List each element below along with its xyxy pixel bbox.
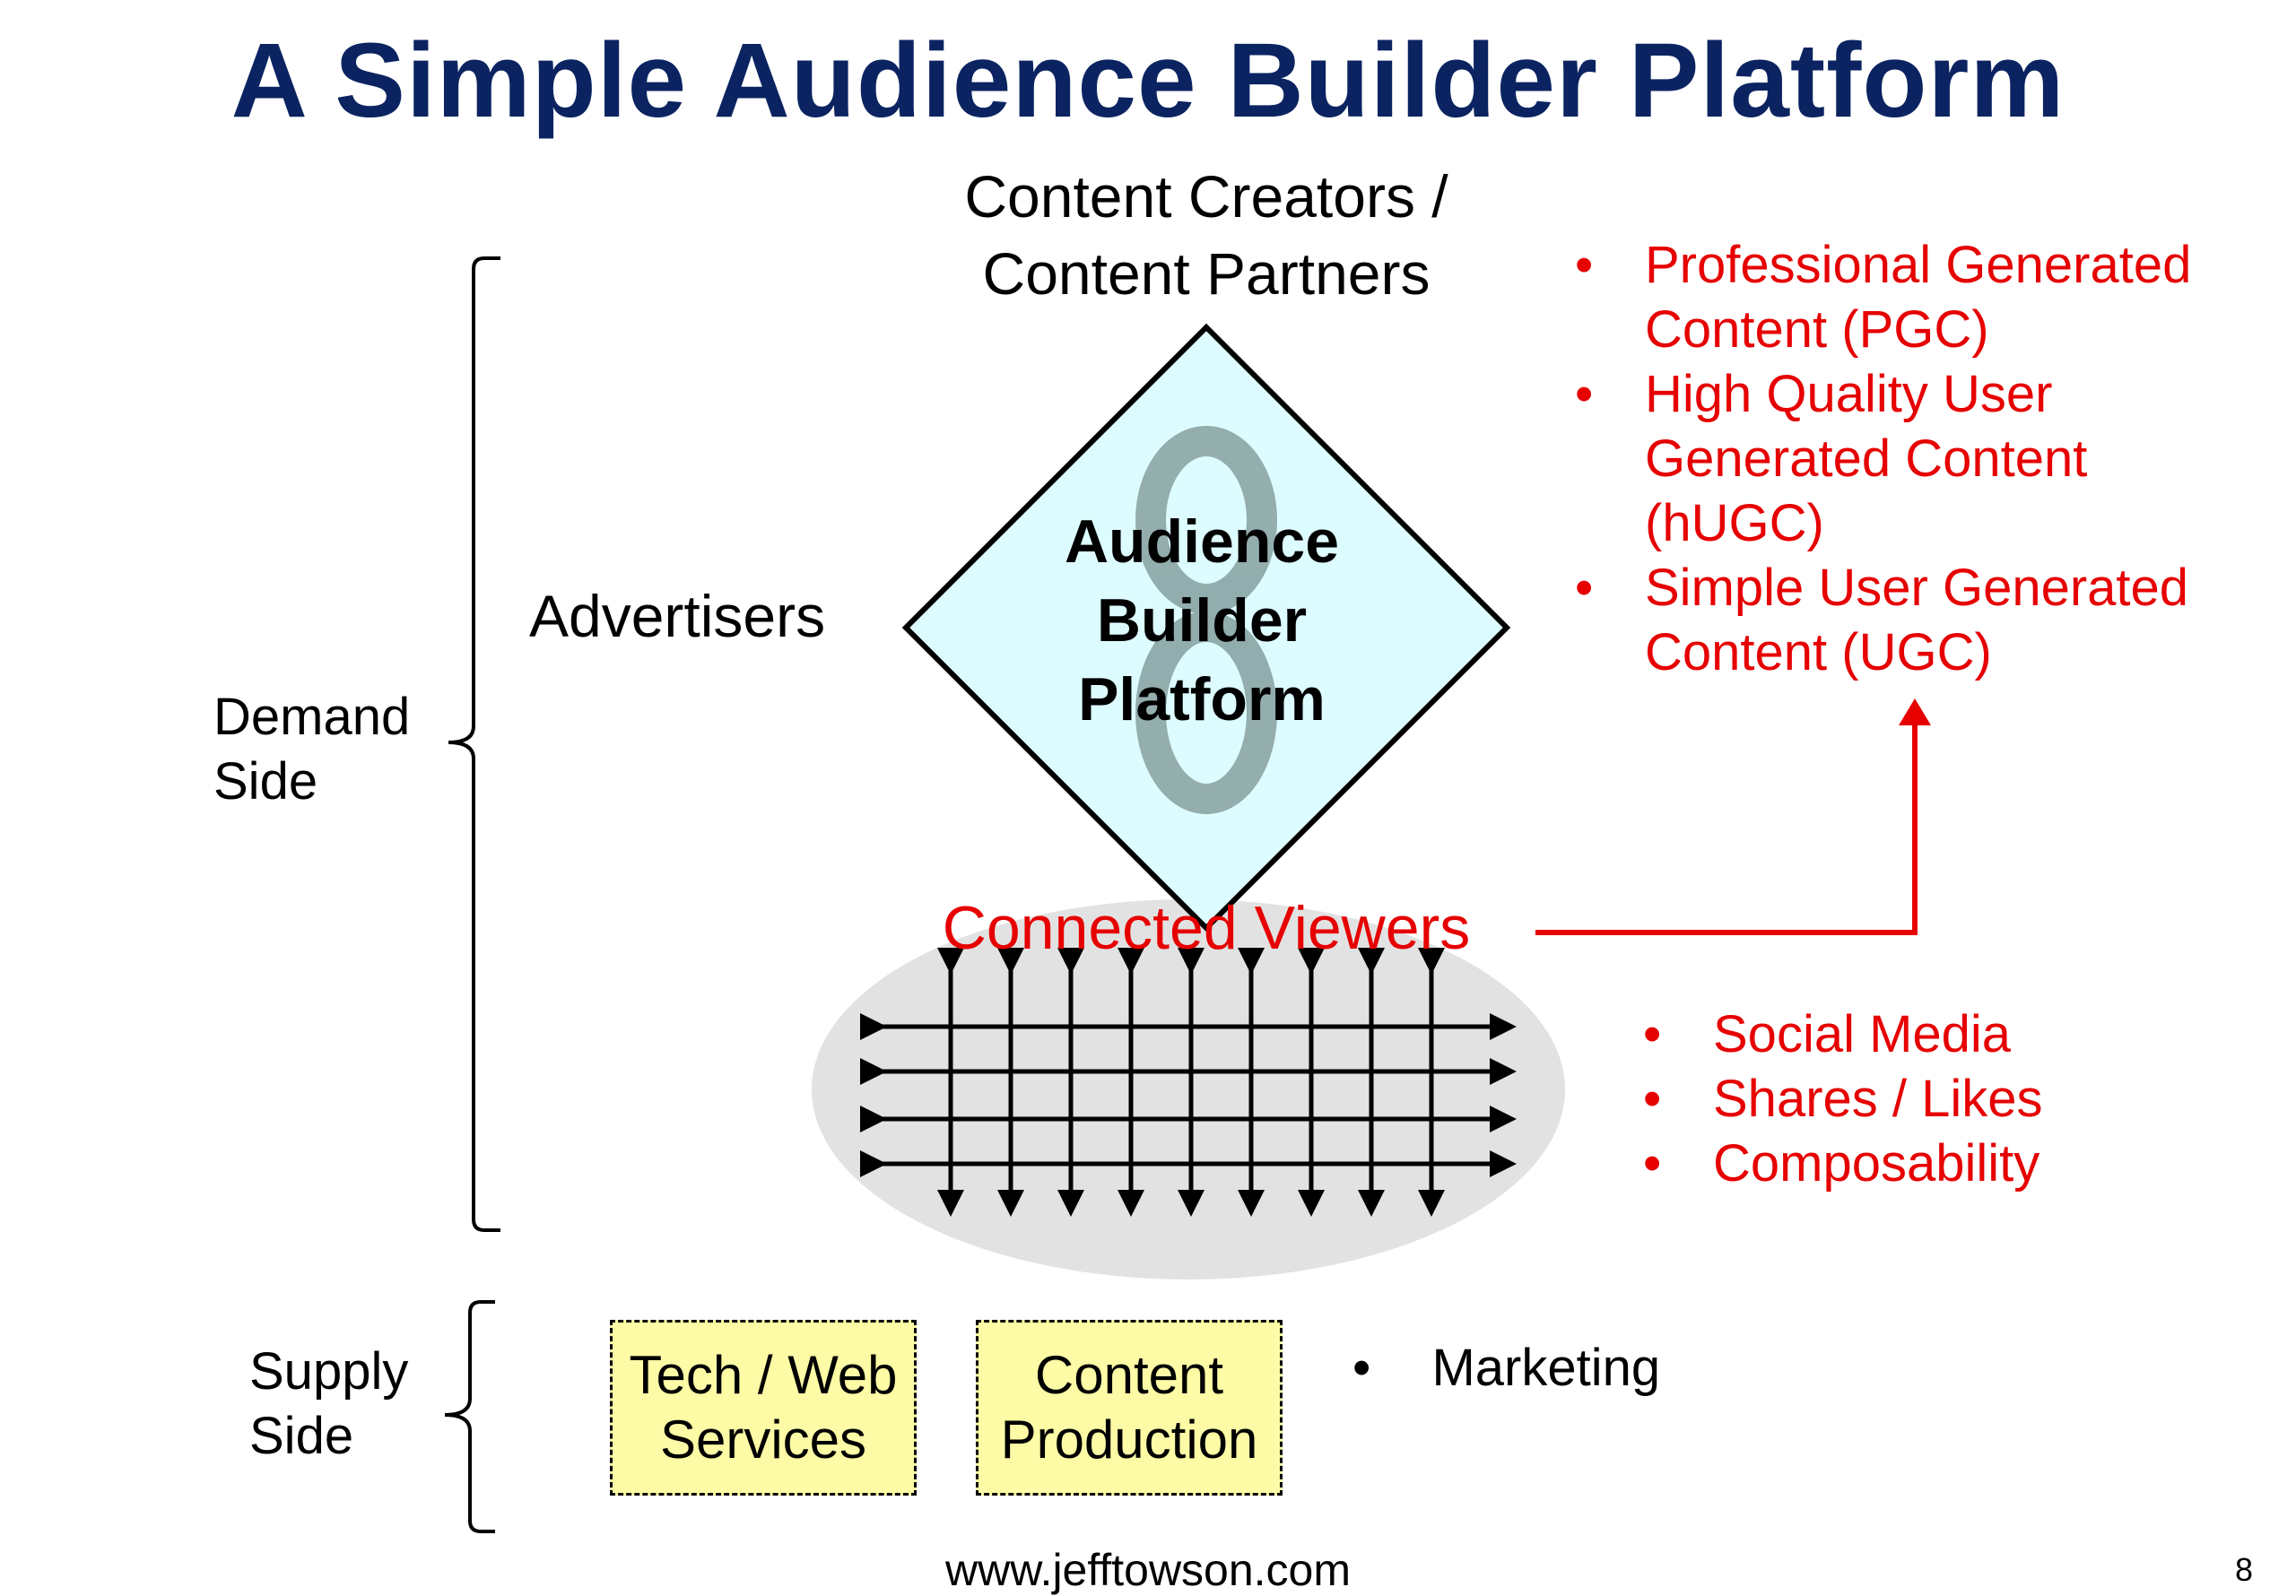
content-production-box: Content Production — [976, 1320, 1283, 1496]
viewers-to-content-arrow — [1535, 698, 1931, 935]
supply-side-label: Supply Side — [249, 1340, 408, 1469]
list-item-line: Simple User Generated — [1645, 559, 2189, 617]
list-item: • Composability — [1643, 1132, 2043, 1196]
list-item-line: Content (PGC) — [1645, 300, 1989, 359]
supply-side-line2: Side — [249, 1407, 354, 1465]
advertisers-label: Advertisers — [529, 583, 826, 649]
list-item: • Simple User Generated Content (UGC) — [1575, 556, 2191, 685]
box-line: Services — [659, 1410, 867, 1470]
diamond-label-line2: Builder — [1096, 586, 1308, 655]
list-item-text: Composability — [1713, 1134, 2040, 1193]
list-item-line: Generated Content — [1645, 429, 2088, 488]
connected-viewers-label: Connected Viewers — [942, 894, 1471, 962]
list-item-line: (hUGC) — [1645, 494, 1824, 552]
demand-side-line2: Side — [213, 752, 318, 811]
demand-side-bracket — [448, 256, 500, 1232]
tech-web-services-box: Tech / Web Services — [610, 1320, 917, 1496]
page-title: A Simple Audience Builder Platform — [230, 22, 2066, 140]
list-item: • Shares / Likes — [1643, 1067, 2043, 1132]
bullet-icon: • — [1352, 1339, 1371, 1397]
list-item: • High Quality User Generated Content (h… — [1575, 362, 2191, 556]
bullet-icon: • — [1575, 236, 1594, 294]
viewer-feature-list: • Social Media • Shares / Likes • Compos… — [1643, 1002, 2043, 1196]
list-item-line: High Quality User — [1645, 365, 2053, 423]
footer-url: www.jefftowson.com — [944, 1545, 1352, 1595]
bullet-icon: • — [1643, 1134, 1662, 1193]
content-creators-line1: Content Creators / — [964, 163, 1448, 230]
demand-side-label: Demand Side — [213, 685, 410, 814]
bullet-icon: • — [1643, 1070, 1662, 1128]
demand-side-line1: Demand — [213, 688, 411, 746]
bullet-icon: • — [1643, 1005, 1662, 1063]
infinity-loop-icon — [1135, 426, 1277, 814]
diamond-label: Audience Builder Platform — [996, 502, 1408, 739]
bidirectional-arrow-grid-icon — [860, 948, 1517, 1217]
content-type-list: • Professional Generated Content (PGC) •… — [1575, 233, 2191, 685]
list-item-line: Content (UGC) — [1645, 623, 1992, 681]
diamond-label-line3: Platform — [1078, 665, 1326, 733]
list-item-text: Social Media — [1713, 1005, 2012, 1063]
box-line: Content — [1034, 1345, 1224, 1405]
supply-side-bracket — [444, 1300, 495, 1533]
bullet-icon: • — [1575, 365, 1594, 423]
list-item-line: Professional Generated — [1645, 236, 2192, 294]
list-item: • Professional Generated Content (PGC) — [1575, 233, 2191, 362]
content-creators-label: Content Creators / Content Partners — [897, 158, 1516, 312]
box-line: Tech / Web — [629, 1345, 898, 1405]
page-number: 8 — [2234, 1551, 2253, 1588]
marketing-bullet: • Marketing — [1352, 1336, 1660, 1401]
box-line: Production — [1000, 1410, 1258, 1470]
bullet-icon: • — [1575, 559, 1594, 617]
list-item: • Social Media — [1643, 1002, 2043, 1067]
content-creators-line2: Content Partners — [982, 240, 1431, 307]
list-item-text: Shares / Likes — [1713, 1070, 2043, 1128]
diamond-label-line1: Audience — [1064, 507, 1340, 576]
supply-side-line1: Supply — [249, 1342, 409, 1401]
marketing-text: Marketing — [1431, 1339, 1661, 1397]
